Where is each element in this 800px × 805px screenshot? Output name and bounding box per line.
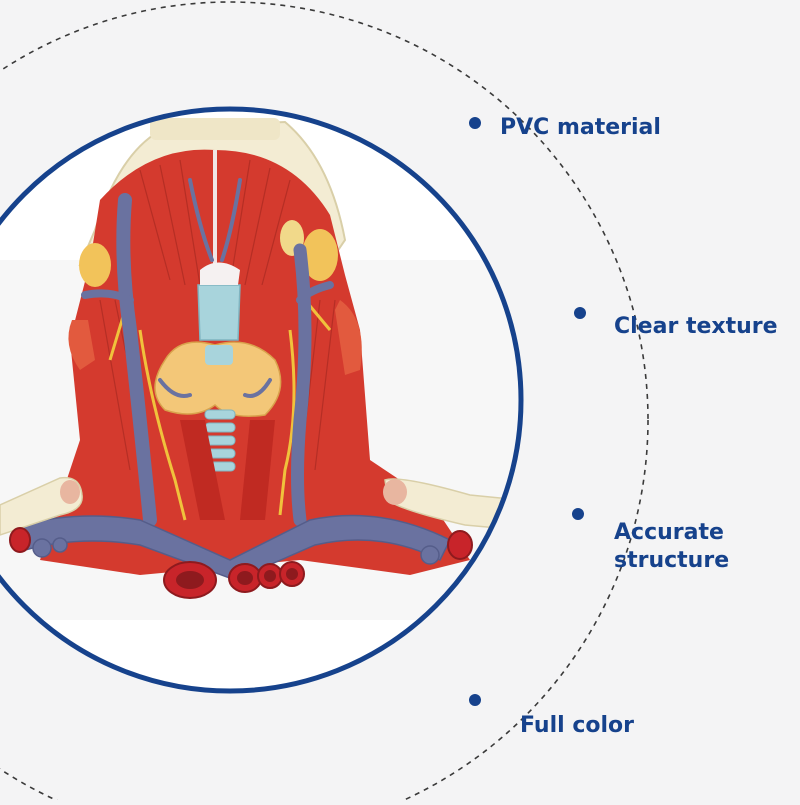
- photo-circle-ring: [0, 106, 524, 694]
- neck-anatomy-model-icon: [0, 118, 521, 691]
- feature-dot-4: [469, 694, 481, 706]
- feature-dot-2: [574, 307, 586, 319]
- feature-label-accurate-structure: Accurate structure: [614, 520, 730, 573]
- feature-dot-1: [469, 117, 481, 129]
- dashed-orbit-arc: [0, 1, 649, 805]
- feature-label-pvc-material: PVC material: [500, 115, 661, 140]
- feature-label-clear-texture: Clear texture: [614, 314, 778, 339]
- feature-dot-3: [572, 508, 584, 520]
- feature-label-full-color: Full color: [520, 713, 634, 738]
